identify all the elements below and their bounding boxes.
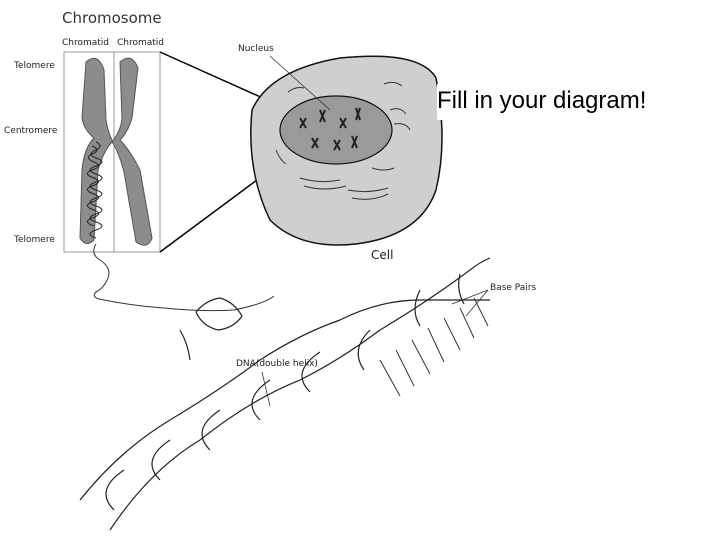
base-pairs-label: Base Pairs <box>490 284 536 293</box>
dna-leader <box>262 372 270 406</box>
cell-label: Cell <box>371 249 393 261</box>
telomere-top-label: Telomere <box>14 62 55 71</box>
nucleus-label: Nucleus <box>238 45 274 54</box>
telomere-bottom-label: Telomere <box>14 236 55 245</box>
centromere-label: Centromere <box>4 127 57 136</box>
chromatid-label-right: Chromatid <box>117 39 164 48</box>
dna-label: DNA(double helix) <box>236 360 318 369</box>
chromosome-title: Chromosome <box>62 11 162 26</box>
nucleus <box>280 96 392 164</box>
instruction-text: Fill in your diagram! <box>437 84 717 120</box>
base-pairs-ladder <box>380 298 488 396</box>
dna-strand <box>94 244 274 311</box>
double-helix <box>80 258 490 530</box>
chromatid-label-left: Chromatid <box>62 39 109 48</box>
cell <box>251 56 442 245</box>
